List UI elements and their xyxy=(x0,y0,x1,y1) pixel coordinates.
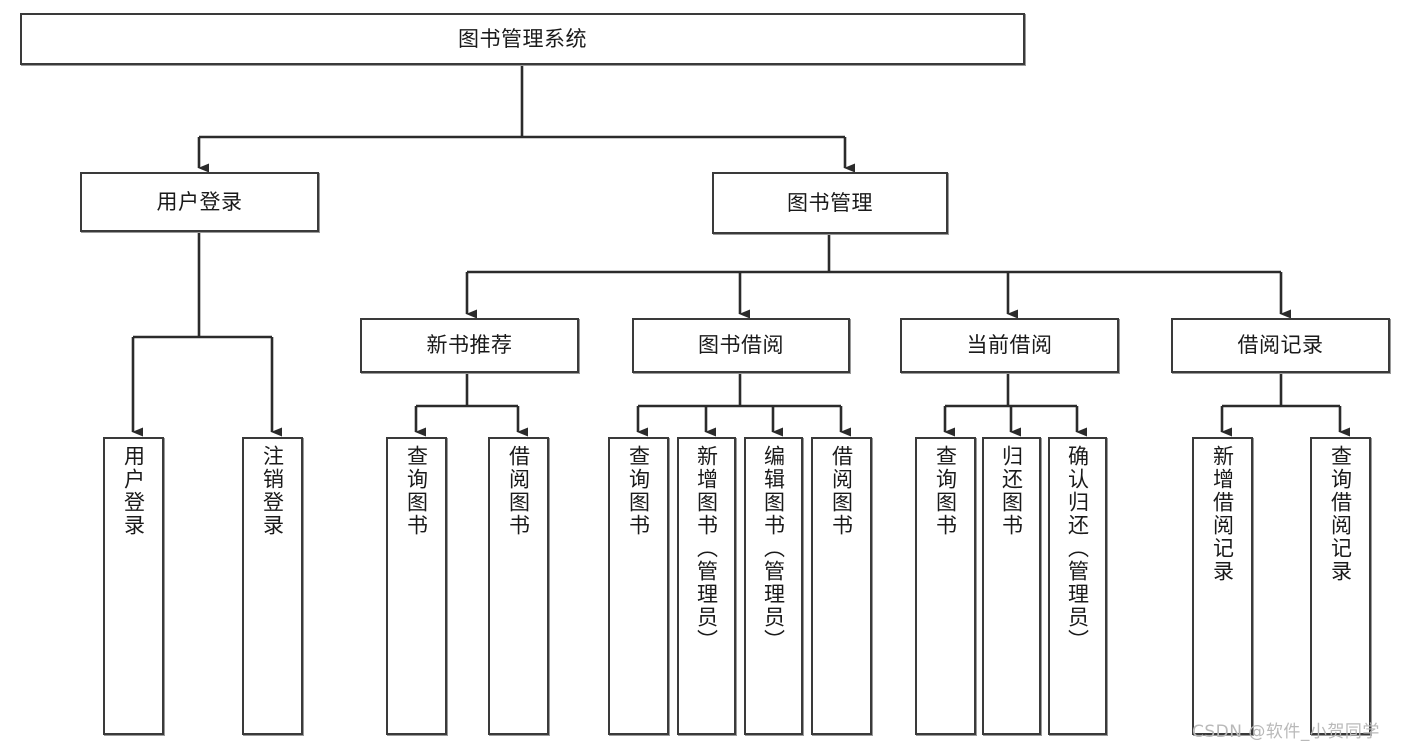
node-leaf-borrow-book-2-label: 借阅图书 xyxy=(829,445,854,537)
node-leaf-borrow-book-1-label: 借阅图书 xyxy=(506,445,531,537)
node-leaf-add-book-label: 新增图书（管理员） xyxy=(694,445,719,652)
node-leaf-add-record[interactable]: 新增借阅记录 xyxy=(1192,437,1253,735)
node-user-login-label: 用户登录 xyxy=(156,189,243,214)
node-leaf-borrow-book-2[interactable]: 借阅图书 xyxy=(811,437,872,735)
node-leaf-user-logout-label: 注销登录 xyxy=(260,445,285,537)
node-leaf-query-record[interactable]: 查询借阅记录 xyxy=(1310,437,1371,735)
node-new-book-recommend-label: 新书推荐 xyxy=(426,333,513,358)
node-leaf-query-record-label: 查询借阅记录 xyxy=(1328,445,1353,583)
node-borrow-record-label: 借阅记录 xyxy=(1237,333,1324,358)
node-leaf-borrow-book-1[interactable]: 借阅图书 xyxy=(488,437,549,735)
node-leaf-query-book-1[interactable]: 查询图书 xyxy=(386,437,447,735)
node-leaf-query-book-3-label: 查询图书 xyxy=(933,445,958,537)
node-leaf-query-book-2-label: 查询图书 xyxy=(626,445,651,537)
node-root[interactable]: 图书管理系统 xyxy=(20,13,1025,65)
node-book-borrow-label: 图书借阅 xyxy=(698,333,784,358)
node-leaf-confirm-return-label: 确认归还（管理员） xyxy=(1065,445,1090,652)
node-leaf-return-book[interactable]: 归还图书 xyxy=(982,437,1041,735)
node-user-login[interactable]: 用户登录 xyxy=(80,172,319,232)
node-leaf-query-book-2[interactable]: 查询图书 xyxy=(608,437,669,735)
node-leaf-query-book-1-label: 查询图书 xyxy=(404,445,429,537)
node-leaf-add-record-label: 新增借阅记录 xyxy=(1210,445,1235,583)
node-leaf-edit-book-label: 编辑图书（管理员） xyxy=(761,445,786,652)
node-new-book-recommend[interactable]: 新书推荐 xyxy=(360,318,579,373)
node-leaf-confirm-return[interactable]: 确认归还（管理员） xyxy=(1048,437,1107,735)
watermark-text: CSDN @软件_小贺同学 xyxy=(1192,722,1380,742)
node-leaf-user-login-label: 用户登录 xyxy=(121,445,146,537)
node-current-borrow-label: 当前借阅 xyxy=(966,333,1053,358)
node-root-label: 图书管理系统 xyxy=(458,26,587,51)
node-leaf-user-login[interactable]: 用户登录 xyxy=(103,437,164,735)
node-leaf-add-book[interactable]: 新增图书（管理员） xyxy=(677,437,736,735)
node-leaf-user-logout[interactable]: 注销登录 xyxy=(242,437,303,735)
node-book-borrow[interactable]: 图书借阅 xyxy=(632,318,850,373)
node-book-manage-label: 图书管理 xyxy=(787,190,873,215)
node-leaf-edit-book[interactable]: 编辑图书（管理员） xyxy=(744,437,803,735)
node-current-borrow[interactable]: 当前借阅 xyxy=(900,318,1119,373)
node-leaf-query-book-3[interactable]: 查询图书 xyxy=(915,437,976,735)
node-borrow-record[interactable]: 借阅记录 xyxy=(1171,318,1390,373)
node-leaf-return-book-label: 归还图书 xyxy=(999,445,1024,537)
node-book-manage[interactable]: 图书管理 xyxy=(712,172,948,234)
